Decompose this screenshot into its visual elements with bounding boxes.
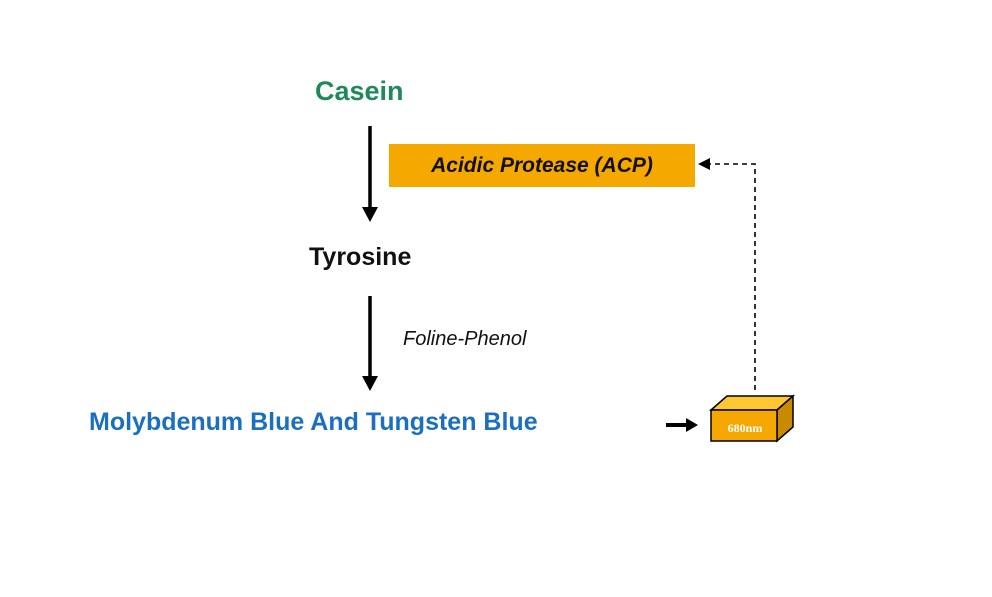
arrow-tyrosine-to-product bbox=[362, 296, 378, 391]
reagent-label: Foline-Phenol bbox=[403, 328, 527, 350]
arrow-product-to-detector bbox=[666, 418, 698, 432]
feedback-arrow-detector-to-enzyme bbox=[698, 158, 756, 390]
enzyme-box: Acidic Protease (ACP) bbox=[389, 144, 695, 187]
arrow-casein-to-tyrosine bbox=[362, 126, 378, 222]
intermediate-label: Tyrosine bbox=[309, 243, 412, 271]
detector-wavelength-label: 680nm bbox=[727, 420, 763, 435]
cuvette-box-icon bbox=[709, 394, 795, 443]
enzyme-label: Acidic Protease (ACP) bbox=[431, 153, 653, 177]
substrate-label: Casein bbox=[315, 76, 404, 106]
product-label: Molybdenum Blue And Tungsten Blue bbox=[89, 408, 538, 436]
